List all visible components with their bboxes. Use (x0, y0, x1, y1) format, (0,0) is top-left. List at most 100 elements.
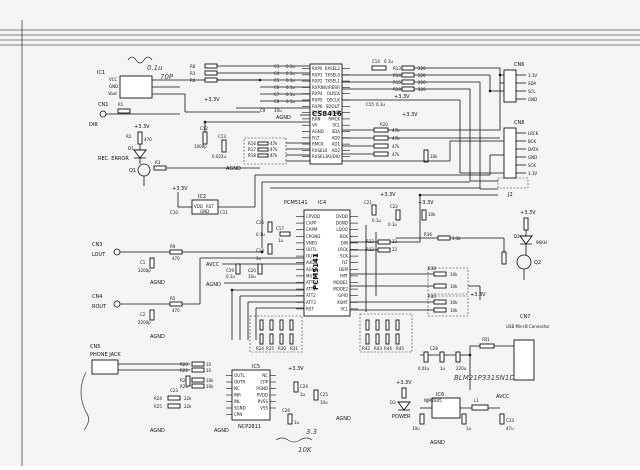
paper-border (0, 20, 640, 466)
ic1-pin-vcc: VCC (109, 77, 118, 82)
c12-value: 1000p (194, 144, 207, 149)
rec-error-indicator: +3.3V R2 470 D1 REC. ERROR Q1 R3 (98, 124, 260, 186)
c1-ref: C1 (140, 260, 146, 265)
r23-value: 47k (392, 152, 400, 157)
signal-bus (254, 154, 504, 312)
c24-value: 1u (300, 392, 306, 397)
c18-value: 1u (256, 256, 262, 261)
pcm-avcc-label: AVCC (206, 262, 220, 268)
c28-ref: C28 (430, 346, 438, 351)
r21-ref: R21 (180, 368, 188, 373)
pin-label: DGND (336, 221, 348, 226)
junctions (203, 73, 502, 357)
r25b-ref: R25 (154, 404, 162, 409)
ic6-avcc-label: AVCC (496, 394, 510, 400)
handwritten-note-3v3: 3.3 (306, 428, 317, 436)
pin-label: VNEG (306, 240, 317, 245)
cn8-pin-data: DATA (528, 147, 539, 152)
c21-ref: C21 (364, 200, 372, 205)
cn6-pin-gnd: GND (528, 97, 537, 102)
handwritten-note-70p: 70P (160, 73, 174, 81)
cn5-label: PHONE JACK (90, 352, 121, 358)
c16-value: 0.1u (256, 232, 265, 237)
r24b-ref: R24 (154, 396, 162, 401)
pin-label: RXP3 (312, 85, 323, 90)
pin-label: RXP0 (312, 66, 323, 71)
pin-label: SDA (332, 129, 341, 134)
ic3-cs8416: CS8416 RXP0RXP1RXP2RXP3RXP4RXP5RXP6RXP7R… (190, 59, 500, 172)
handwritten-note-ferrite: BLM21P331SN1D (454, 374, 515, 382)
r22-value: 47k (392, 144, 400, 149)
r5-ref: R5 (170, 296, 176, 301)
ic2-pin-vdd: VDD (194, 204, 203, 209)
pin-label: RXP2 (312, 79, 323, 84)
pin-label: CPGND (306, 234, 320, 239)
pin-label: LDOO (336, 227, 348, 232)
ic6-agnd-label: AGND (430, 440, 445, 446)
pin-label: MODE1 (333, 280, 348, 285)
c33-value: 47u (506, 426, 514, 431)
j2-ref: J2 (507, 192, 513, 198)
r41-value: 10k (450, 308, 458, 313)
handwritten-note-cap: 0.1u (147, 64, 163, 72)
cn7-label: USB Mini-B Connector (506, 324, 550, 329)
c26-value: 1u (294, 420, 300, 425)
r19-value: 220 (418, 87, 426, 92)
c28-value: 0.01u (418, 366, 430, 371)
c1-value: 2200p (138, 268, 151, 273)
ic1-ref: IC1 (97, 70, 105, 76)
pin-label: ATT1 (306, 287, 316, 292)
c3-ref: C3 (274, 64, 280, 69)
i2c-pullup-supply: +3.3V (402, 112, 418, 118)
q2-ref: Q2 (534, 260, 541, 266)
pin-label: SGND (234, 406, 246, 411)
c14-value: 0.1u (384, 59, 393, 64)
c5-ref: C5 (274, 78, 280, 83)
cn3-ref: CN3 (92, 242, 102, 248)
c25-ref: C25 (320, 392, 328, 397)
c11-ref: C11 (220, 210, 228, 215)
pin-label: DIN (341, 240, 348, 245)
cs8416-left-pins: RXP0RXP1RXP2RXP3RXP4RXP5RXP6RXP7RXNVAAGN… (302, 66, 328, 159)
r32-ref: R32 (366, 239, 374, 244)
r24b-value: 22k (184, 396, 192, 401)
pin-label: AD2 (332, 148, 341, 153)
r30-ref: R30 (278, 346, 286, 351)
c3-value: 0.1u (286, 64, 295, 69)
c24-ref: C24 (300, 384, 308, 389)
c29-value: 1u (440, 366, 446, 371)
pin-label: AVDD (306, 260, 317, 265)
pin-label: SCL (332, 123, 340, 128)
ic5-agnd3-label: AGND (336, 416, 351, 422)
r14-ref: R14 (393, 73, 401, 78)
ic1-pin-gnd: GND (109, 84, 118, 89)
c15-ref: C15 (366, 102, 374, 107)
c8-value: 0.1u (286, 99, 295, 104)
r31-ref: R31 (290, 346, 298, 351)
c13-value: 0.022u (212, 154, 226, 159)
pin-label: VA (312, 123, 317, 128)
rmck-r-value: 10k (430, 154, 438, 159)
rec-error-label: REC. ERROR (98, 156, 129, 162)
r14-value: 220 (418, 73, 426, 78)
cn8-pin-lrck: LRCK (528, 131, 539, 136)
r23-ref: R23 (180, 384, 188, 389)
ic4-ref: IC4 (318, 200, 326, 206)
r36-ref: R36 (424, 232, 432, 237)
cn7-ref: CN7 (520, 314, 530, 320)
pin-label: RXSEL2 (325, 66, 341, 71)
r33-ref: R33 (366, 247, 374, 252)
ic4-part-label: PCM5141 (312, 253, 320, 290)
pin-label: NC (234, 386, 240, 391)
r40-ref: R40 (428, 294, 436, 299)
c4-value: 0.1u (286, 71, 295, 76)
c31-value: 10u (412, 426, 420, 431)
cs-va-supply: +3.3V (204, 97, 220, 103)
cs-agnd-label: AGND (276, 115, 291, 121)
r1-ref: R1 (118, 102, 124, 107)
c22-value: 0.1u (388, 222, 397, 227)
r2-ref: R2 (126, 134, 132, 139)
line-out-left: CN3 LOUT R9 470 C1 2200p AGND (92, 242, 262, 286)
